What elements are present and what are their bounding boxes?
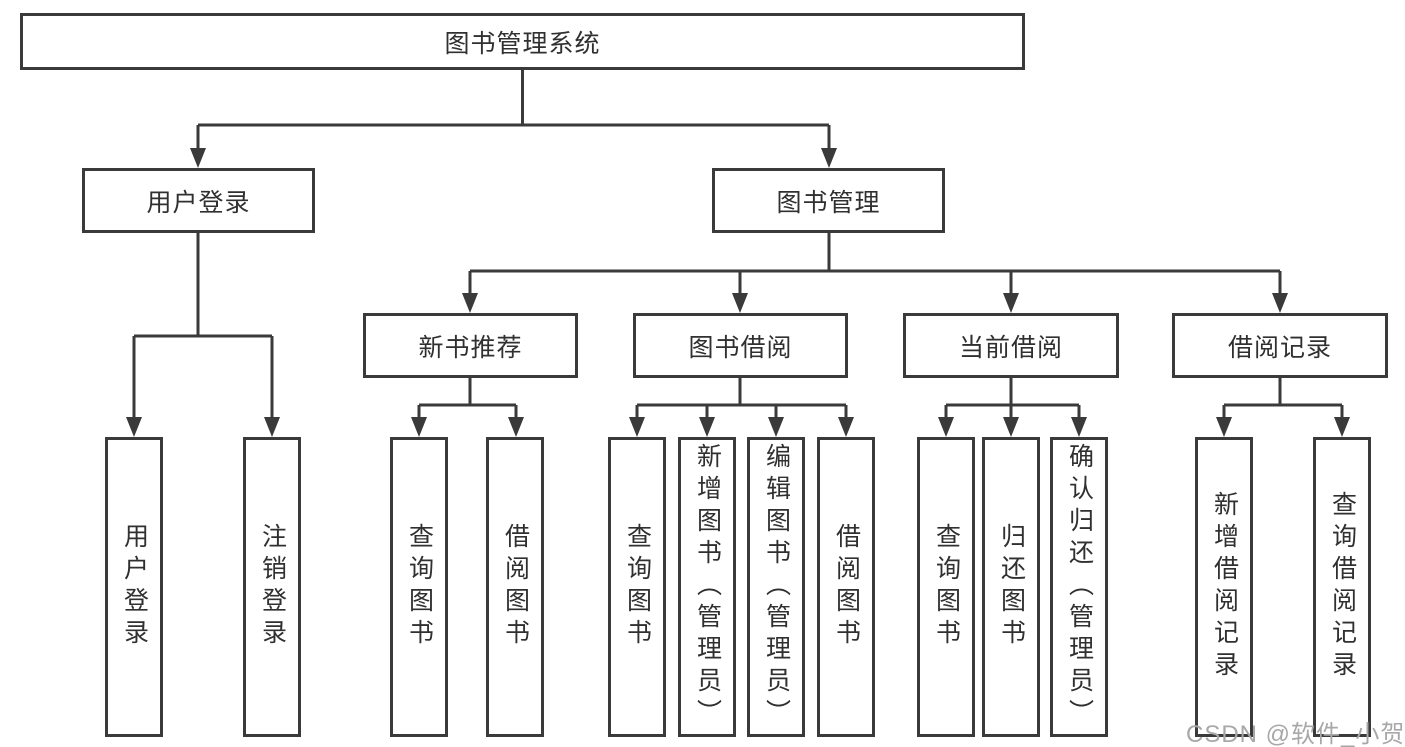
arrowhead <box>1334 417 1350 437</box>
node-add-borrow-record: 新增借阅记录 <box>1195 437 1253 737</box>
node-query-borrow-record-label: 查询借阅记录 <box>1328 491 1357 683</box>
node-borrow-books-leaf-label: 借阅图书 <box>832 523 861 651</box>
node-current-borrow: 当前借阅 <box>903 313 1119 378</box>
node-add-book-admin: 新增图书（管理员） <box>678 437 736 737</box>
node-query-borrow-record: 查询借阅记录 <box>1313 437 1371 737</box>
arrowhead <box>462 293 478 313</box>
arrowhead <box>768 417 784 437</box>
node-borrow-books-recommend-label: 借阅图书 <box>501 523 530 651</box>
node-query-books-recommend: 查询图书 <box>390 437 448 737</box>
node-query-books-current-label: 查询图书 <box>932 523 961 651</box>
arrowhead <box>629 417 645 437</box>
node-add-borrow-record-label: 新增借阅记录 <box>1210 491 1239 683</box>
node-current-borrow-label: 当前借阅 <box>958 333 1063 362</box>
node-borrow-records-label: 借阅记录 <box>1227 333 1332 362</box>
arrowheads <box>126 148 1350 437</box>
arrowhead <box>732 293 748 313</box>
arrowhead <box>699 417 715 437</box>
arrowhead <box>190 148 206 168</box>
node-edit-book-admin: 编辑图书（管理员） <box>747 437 805 737</box>
node-book-borrow: 图书借阅 <box>633 313 848 378</box>
node-return-book: 归还图书 <box>982 437 1040 737</box>
arrowhead <box>411 417 427 437</box>
node-confirm-return-admin-label: 确认归还（管理员） <box>1065 443 1094 731</box>
connector-current-borrow-subtree <box>944 377 1081 419</box>
node-logout-leaf-label: 注销登录 <box>258 523 287 651</box>
node-book-management-label: 图书管理 <box>776 188 881 217</box>
node-book-borrow-label: 图书借阅 <box>688 333 793 362</box>
arrowhead <box>1003 417 1019 437</box>
node-borrow-books-leaf: 借阅图书 <box>817 437 875 737</box>
arrowhead <box>838 417 854 437</box>
arrowhead <box>1216 417 1232 437</box>
connector-root-to-level2 <box>196 69 831 150</box>
arrowhead <box>264 417 280 437</box>
node-user-login-leaf-label: 用户登录 <box>120 523 149 651</box>
connector-book-borrow-subtree <box>635 377 848 419</box>
node-query-books-recommend-label: 查询图书 <box>405 523 434 651</box>
node-new-book-recommend: 新书推荐 <box>363 313 578 378</box>
node-root: 图书管理系统 <box>20 13 1025 70</box>
node-user-login-label: 用户登录 <box>146 188 251 217</box>
connector-book-management-to-level3 <box>468 232 1282 295</box>
node-root-label: 图书管理系统 <box>444 29 601 58</box>
node-borrow-records: 借阅记录 <box>1172 313 1388 378</box>
node-user-login-leaf: 用户登录 <box>105 437 163 737</box>
node-user-login: 用户登录 <box>82 168 315 233</box>
arrowhead <box>821 148 837 168</box>
arrowhead <box>126 417 142 437</box>
node-return-book-label: 归还图书 <box>997 523 1026 651</box>
arrowhead <box>938 417 954 437</box>
connector-borrow-records-subtree <box>1222 377 1344 419</box>
node-edit-book-admin-label: 编辑图书（管理员） <box>762 443 791 731</box>
node-query-books-borrow-label: 查询图书 <box>623 523 652 651</box>
node-query-books-current: 查询图书 <box>917 437 975 737</box>
connector-new-book-recommend-subtree <box>417 377 518 419</box>
arrowhead <box>508 417 524 437</box>
node-confirm-return-admin: 确认归还（管理员） <box>1050 437 1108 737</box>
arrowhead <box>1071 417 1087 437</box>
arrowhead <box>1272 293 1288 313</box>
node-borrow-books-recommend: 借阅图书 <box>486 437 544 737</box>
node-new-book-recommend-label: 新书推荐 <box>418 333 523 362</box>
node-logout-leaf: 注销登录 <box>243 437 301 737</box>
arrowhead <box>1003 293 1019 313</box>
node-add-book-admin-label: 新增图书（管理员） <box>693 443 722 731</box>
connector-user-login-subtree <box>132 232 274 419</box>
node-query-books-borrow: 查询图书 <box>608 437 666 737</box>
csdn-watermark: CSDN @软件_小贺同学 <box>1186 721 1405 747</box>
node-book-management: 图书管理 <box>712 168 945 233</box>
